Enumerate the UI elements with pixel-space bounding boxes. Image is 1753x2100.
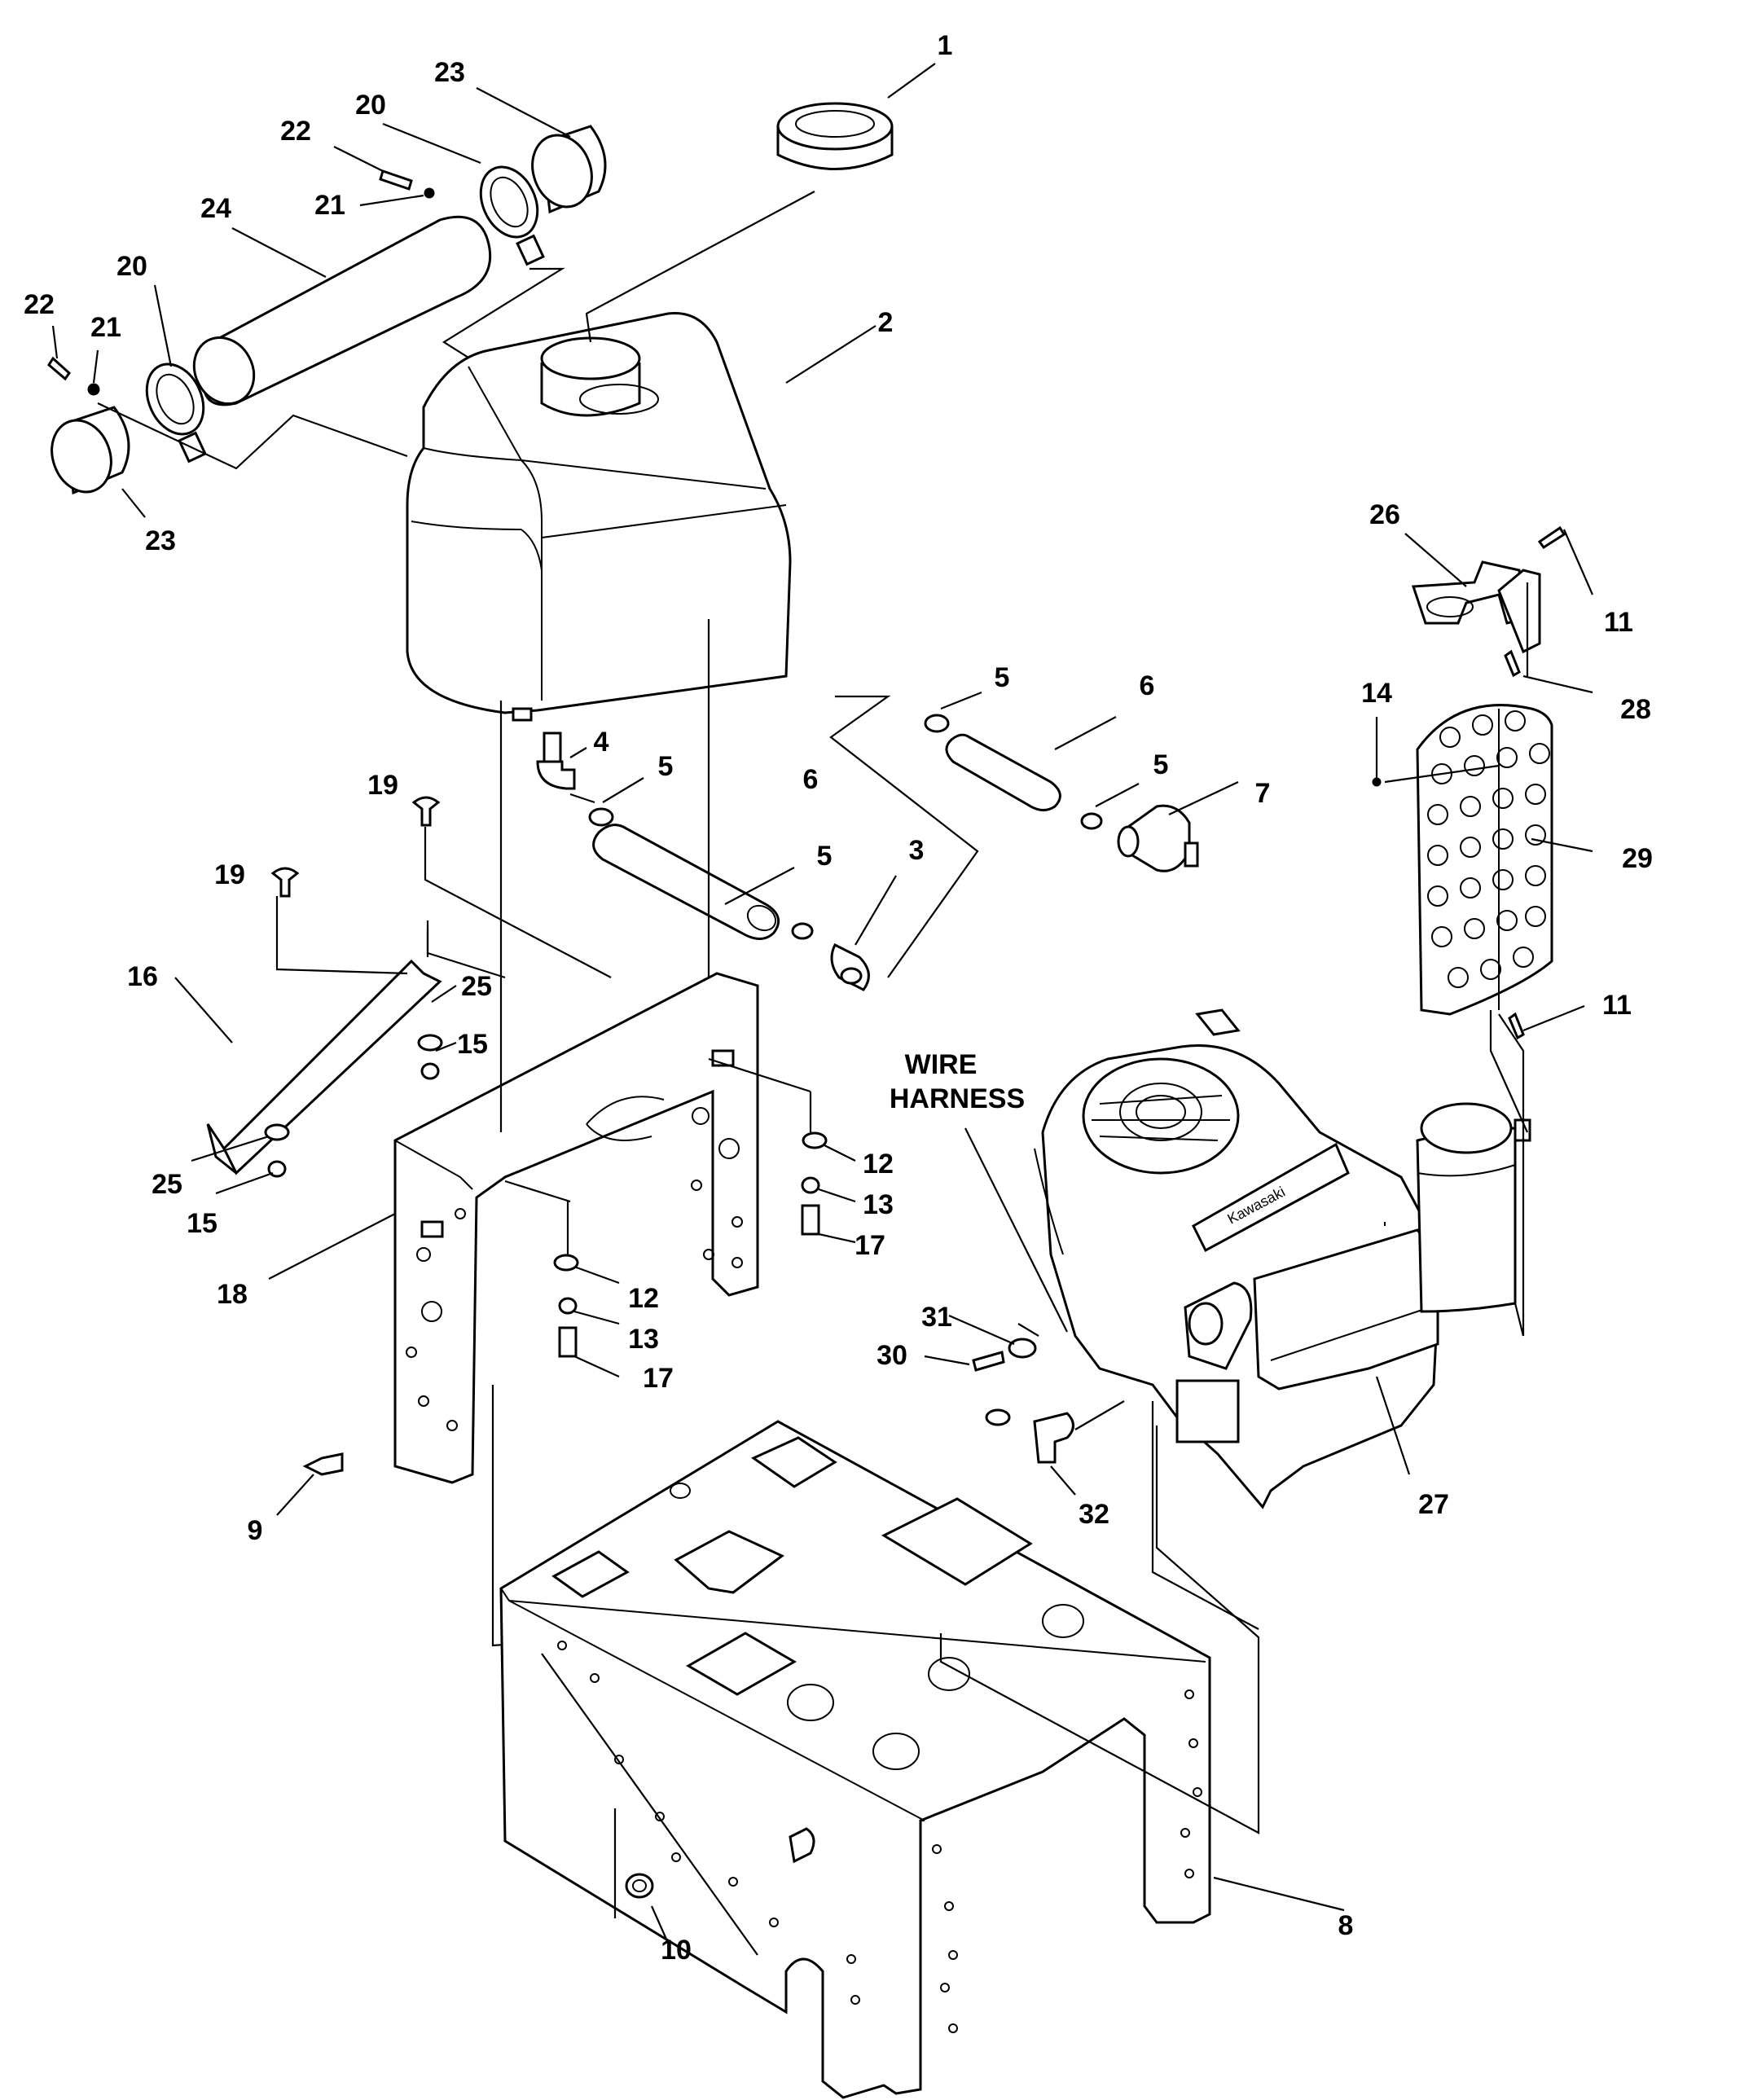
callout-22b: 22 bbox=[24, 289, 55, 320]
callout-13a: 13 bbox=[863, 1189, 894, 1220]
fuel-hose-lower bbox=[592, 824, 780, 940]
engine-bracket bbox=[393, 972, 759, 1484]
callout-17b: 17 bbox=[643, 1363, 674, 1394]
heat-shield bbox=[206, 959, 442, 1175]
callout-3: 3 bbox=[909, 835, 925, 866]
callout-26: 26 bbox=[1369, 499, 1400, 530]
leaders-frame bbox=[541, 1426, 1345, 1956]
callout-19a: 19 bbox=[367, 770, 398, 801]
guard-bracket bbox=[1411, 560, 1541, 654]
leaders-guard bbox=[1375, 529, 1594, 1336]
callout-23b: 23 bbox=[145, 525, 176, 556]
wire-harness-label-line1: WIRE bbox=[905, 1049, 978, 1080]
callout-11b: 11 bbox=[1602, 990, 1632, 1021]
callout-14: 14 bbox=[1361, 678, 1392, 709]
callout-12b: 12 bbox=[628, 1283, 659, 1314]
callout-20a: 20 bbox=[355, 90, 386, 121]
callout-1: 1 bbox=[938, 30, 953, 61]
air-tube bbox=[192, 215, 492, 406]
nut-10 bbox=[625, 1873, 654, 1899]
callout-15b: 15 bbox=[187, 1208, 217, 1239]
engine: Kawasaki bbox=[1034, 1008, 1531, 1509]
callout-25b: 25 bbox=[152, 1169, 182, 1200]
leaders-shield bbox=[174, 827, 612, 1195]
leaders-fuel-line bbox=[569, 691, 1239, 978]
callout-13b: 13 bbox=[628, 1324, 659, 1355]
callout-30: 30 bbox=[877, 1340, 907, 1371]
callout-28: 28 bbox=[1620, 694, 1651, 725]
callout-7: 7 bbox=[1255, 778, 1271, 809]
callout-21b: 21 bbox=[90, 312, 121, 343]
callout-8: 8 bbox=[1338, 1910, 1354, 1941]
callout-5b: 5 bbox=[817, 841, 833, 872]
fuel-tank bbox=[406, 311, 792, 722]
end-cap-rear bbox=[531, 125, 607, 214]
callout-15a: 15 bbox=[457, 1029, 488, 1060]
callout-29: 29 bbox=[1622, 843, 1653, 874]
callout-5c: 5 bbox=[995, 662, 1010, 693]
main-frame bbox=[499, 1156, 1211, 2099]
callout-20b: 20 bbox=[116, 251, 147, 282]
callout-16: 16 bbox=[127, 961, 158, 992]
washers-nuts-left bbox=[264, 1034, 443, 1178]
hose-clamp-a bbox=[588, 807, 814, 940]
fuel-cap bbox=[776, 102, 894, 170]
callout-22a: 22 bbox=[280, 116, 311, 147]
callout-25a: 25 bbox=[461, 971, 492, 1002]
callout-31: 31 bbox=[921, 1302, 952, 1333]
fuel-hose-upper bbox=[924, 714, 1103, 830]
screw-washer-set bbox=[47, 169, 435, 396]
callout-2: 2 bbox=[878, 307, 894, 338]
screws-19 bbox=[270, 796, 441, 898]
callout-10: 10 bbox=[661, 1935, 692, 1966]
callout-4: 4 bbox=[594, 727, 609, 758]
perforated-guard bbox=[1416, 704, 1553, 1016]
callout-32: 32 bbox=[1079, 1499, 1109, 1530]
callout-19b: 19 bbox=[214, 859, 245, 890]
callout-9: 9 bbox=[248, 1515, 263, 1546]
fuel-filter bbox=[1117, 804, 1199, 872]
callout-11a: 11 bbox=[1604, 607, 1633, 638]
engine-fittings bbox=[972, 1338, 1074, 1464]
elbow-fitting bbox=[536, 731, 576, 790]
callout-6b: 6 bbox=[1140, 670, 1155, 701]
callout-labels: 1 2 3 4 5 5 5 5 6 6 7 8 9 10 11 11 12 12… bbox=[24, 30, 1653, 1966]
guard-screws bbox=[1372, 525, 1566, 1040]
wire-harness-label-line2: HARNESS bbox=[890, 1083, 1025, 1114]
callout-23a: 23 bbox=[434, 57, 465, 88]
inline-fitting bbox=[830, 942, 870, 991]
callout-24: 24 bbox=[200, 193, 231, 224]
end-cap-front bbox=[51, 406, 130, 495]
callout-17a: 17 bbox=[855, 1230, 885, 1261]
callout-21a: 21 bbox=[314, 190, 345, 221]
clamp-rear bbox=[479, 165, 545, 266]
callout-12a: 12 bbox=[863, 1149, 894, 1180]
callout-27: 27 bbox=[1418, 1489, 1449, 1520]
callout-18: 18 bbox=[217, 1279, 248, 1310]
callout-6a: 6 bbox=[803, 764, 819, 795]
callout-5a: 5 bbox=[658, 751, 674, 782]
callout-5d: 5 bbox=[1153, 749, 1169, 780]
leaders-engine bbox=[924, 1127, 1525, 1630]
